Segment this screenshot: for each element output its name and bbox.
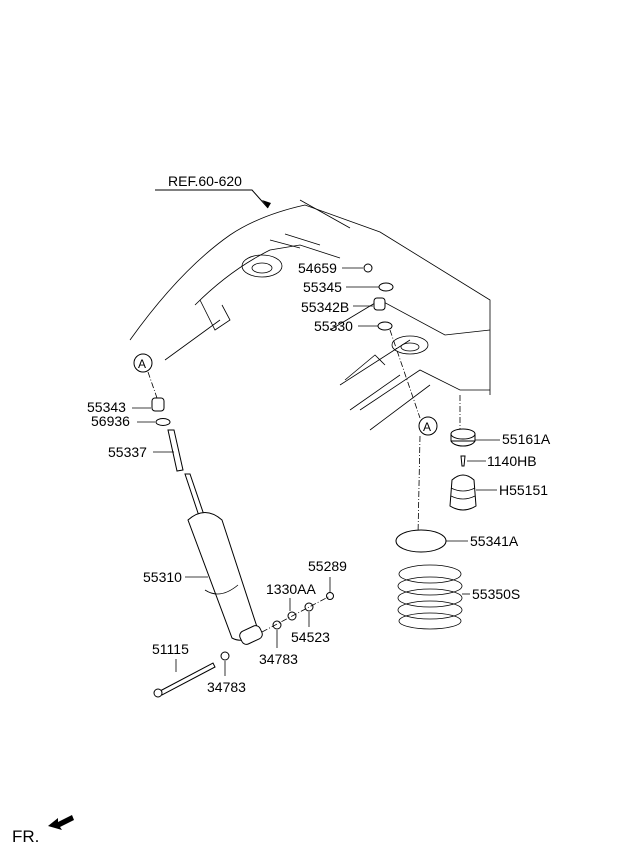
coil-spring-55350S-icon [397, 564, 463, 630]
part-label-55161A[interactable]: 55161A [502, 431, 551, 447]
shock-absorber [151, 397, 334, 698]
part-label-55341A[interactable]: 55341A [470, 533, 519, 549]
part-label-1330AA[interactable]: 1330AA [266, 581, 316, 597]
svg-text:A: A [423, 420, 431, 434]
shock-eye-icon [239, 625, 263, 645]
spring-assembly [395, 428, 477, 630]
bumper-H55151-icon [449, 474, 477, 511]
part-label-55337[interactable]: 55337 [108, 444, 147, 460]
body-frame [129, 199, 491, 431]
callout-a-lower[interactable]: A [418, 416, 438, 436]
washer-55330-icon [377, 321, 393, 331]
bolt-1140HB-icon [460, 455, 466, 467]
part-label-55343[interactable]: 55343 [87, 399, 126, 415]
part-label-1140HB[interactable]: 1140HB [487, 453, 537, 469]
reference-label[interactable]: REF.60-620 [168, 173, 242, 189]
part-label-H55151[interactable]: H55151 [499, 482, 548, 498]
front-direction-label: FR. [12, 827, 39, 846]
part-label-54659[interactable]: 54659 [298, 260, 337, 276]
washer-54523-icon [304, 602, 314, 612]
top-mount-parts [363, 263, 461, 536]
part-label-51115[interactable]: 51115 [152, 641, 189, 657]
front-arrow-icon [48, 815, 74, 830]
reference-leader [155, 189, 269, 209]
nut-55289-icon [326, 592, 334, 600]
nut-34783-icon [272, 620, 282, 630]
part-label-55289[interactable]: 55289 [308, 558, 347, 574]
part-label-34783-upper[interactable]: 34783 [259, 651, 298, 667]
part-label-55345[interactable]: 55345 [303, 279, 342, 295]
spring-pad-55341A-icon [395, 529, 447, 553]
part-label-55330[interactable]: 55330 [314, 318, 353, 334]
part-label-34783-lower[interactable]: 34783 [207, 679, 246, 695]
part-label-54523[interactable]: 54523 [291, 629, 330, 645]
dust-cover-55337-icon [167, 429, 184, 472]
part-label-55342B[interactable]: 55342B [301, 299, 349, 315]
callout-a-upper[interactable]: A [133, 353, 153, 373]
part-label-55350S[interactable]: 55350S [472, 586, 520, 602]
svg-text:A: A [138, 357, 146, 371]
washer-55345-icon [378, 282, 394, 292]
nut-54659-icon [363, 263, 373, 273]
nut-34783-icon [220, 651, 230, 661]
bushing-55342B-icon [373, 297, 386, 311]
washer-56936-icon [155, 418, 171, 426]
bushing-55343-icon [151, 397, 165, 412]
reference-arrow-icon [262, 200, 271, 208]
piston-rod-icon [184, 473, 205, 517]
shock-body-55310-icon [187, 512, 259, 641]
part-label-56936[interactable]: 56936 [91, 413, 130, 429]
part-label-55310[interactable]: 55310 [143, 569, 182, 585]
